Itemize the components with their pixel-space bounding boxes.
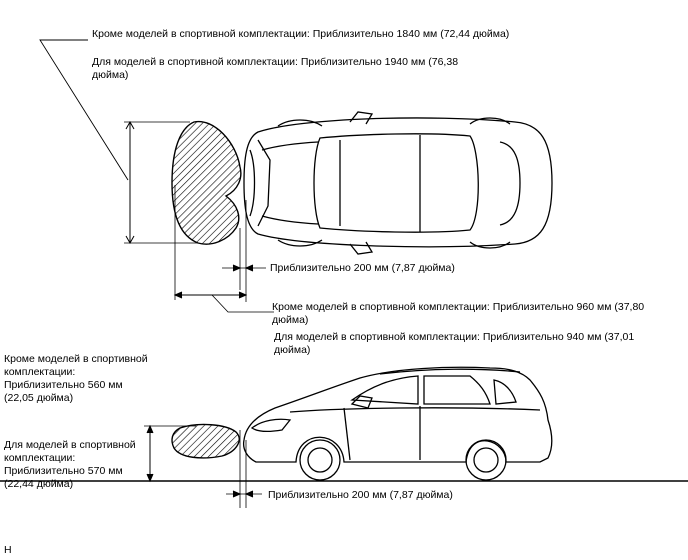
car-side-outline <box>242 366 553 481</box>
light-beam-pattern-top <box>171 120 242 245</box>
depth-note-sport: Для моделей в спортивной комплектации: П… <box>274 331 635 356</box>
car-top-outline <box>243 111 553 255</box>
width-leader-line <box>39 39 129 181</box>
top-view <box>39 39 553 313</box>
figure-code: H <box>4 544 12 556</box>
top-gap-note: Приблизительно 200 мм (7,87 дюйма) <box>270 262 455 274</box>
width-note-non-sport: Кроме моделей в спортивной комплектации:… <box>92 28 510 40</box>
depth-leader-line <box>211 294 274 313</box>
side-gap-note: Приблизительно 200 мм (7,87 дюйма) <box>268 489 453 501</box>
depth-note-non-sport: Кроме моделей в спортивной комплектации:… <box>272 301 645 326</box>
width-note-sport: Для моделей в спортивной комплектации: П… <box>92 56 459 81</box>
height-note-non-sport: Кроме моделей в спортивной комплектации:… <box>4 353 148 404</box>
side-view <box>0 366 688 508</box>
height-note-sport: Для моделей в спортивной комплектации: П… <box>4 439 136 490</box>
light-beam-pattern-side <box>171 423 240 459</box>
